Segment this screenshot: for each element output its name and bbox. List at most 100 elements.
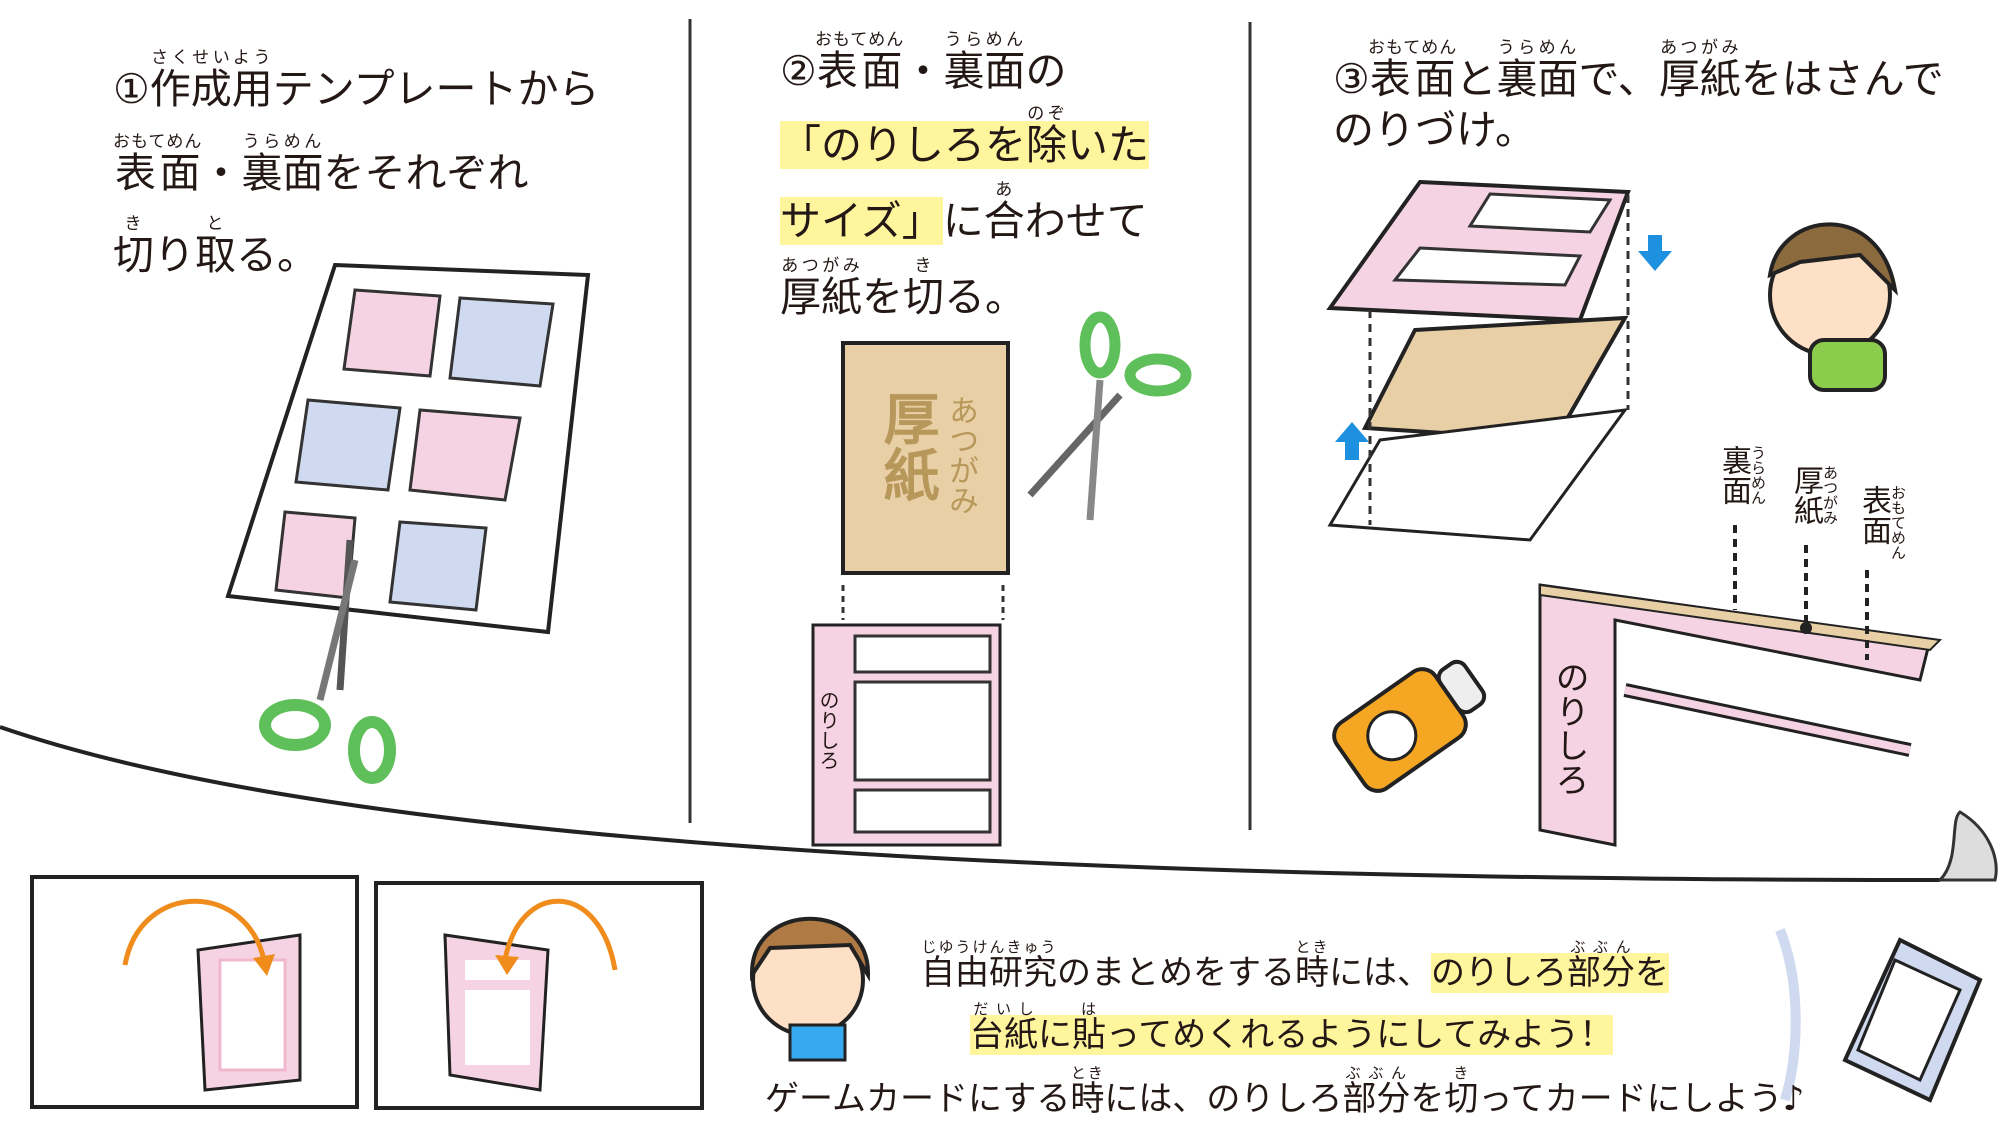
text-segment: り bbox=[154, 231, 195, 279]
tip-line: 台紙だいしに貼はってめくれるようにしてみよう！ bbox=[970, 1000, 1614, 1055]
layer-label-cardboard: 厚紙 あつがみ bbox=[1788, 465, 1839, 525]
glued-card-corner bbox=[1538, 525, 1943, 847]
text-segment: と bbox=[1455, 55, 1497, 103]
text-segment: ・ bbox=[902, 47, 944, 95]
flip-card-2 bbox=[443, 898, 618, 1092]
step2-line: サイズ」に合あわせて bbox=[780, 180, 1148, 245]
text-segment: の bbox=[1025, 47, 1067, 95]
text-segment: をそれぞれ bbox=[323, 149, 529, 197]
arrow-curve-icon bbox=[122, 898, 268, 966]
step2-line: 「のりしろを除のぞいた bbox=[780, 104, 1149, 169]
ruby-base: 時 bbox=[1070, 1079, 1105, 1119]
ruby-base: 切 bbox=[903, 273, 944, 321]
ruby-base: 裏面 bbox=[943, 47, 1026, 95]
text-segment: 取と bbox=[195, 214, 236, 279]
text-segment: 自由研究じゆうけんきゅう bbox=[921, 938, 1057, 993]
text-segment: る。 bbox=[944, 273, 1026, 321]
scissors-icon bbox=[1027, 311, 1192, 521]
text-segment: ① bbox=[113, 65, 150, 113]
text-segment: 裏面うらめん bbox=[943, 30, 1026, 95]
text-segment: のりづけ。 bbox=[1333, 106, 1536, 154]
curve-divider bbox=[0, 725, 1941, 882]
furigana: じゆうけんきゅう bbox=[921, 938, 1057, 956]
ruby-base: 表面 bbox=[1367, 55, 1458, 103]
ruby-base: 時 bbox=[1295, 953, 1329, 993]
tip-line: ゲームカードにする時ときには、のりしろ部分ぶぶんを切きってカードにしよう♪ bbox=[765, 1064, 1804, 1116]
text-segment: 時とき bbox=[1070, 1064, 1105, 1119]
text-segment: には、のりしろ bbox=[1104, 1079, 1343, 1119]
text-segment: のまとめをする bbox=[1057, 953, 1295, 993]
text-segment: 表面おもてめん bbox=[113, 132, 203, 197]
layer-stack bbox=[1326, 179, 1672, 542]
text-segment: テンプレートから bbox=[272, 65, 600, 113]
step1-line: 切きり取とる。 bbox=[113, 214, 318, 276]
text-segment: 作成用さくせいよう bbox=[149, 48, 273, 113]
step2-line: ②表面おもてめん・裏面うらめんの bbox=[780, 30, 1066, 92]
furigana: ぶぶん bbox=[1342, 1064, 1411, 1082]
text-segment: をはさんで bbox=[1740, 55, 1944, 103]
step3-line: ③表面おもてめんと裏面うらめんで、厚紙あつがみをはさんで bbox=[1333, 38, 1944, 100]
text-segment: 厚紙あつがみ bbox=[780, 256, 862, 321]
arrow-up-icon bbox=[1335, 422, 1369, 460]
boy-character bbox=[1767, 222, 1899, 392]
furigana: と bbox=[195, 214, 236, 234]
game-card-icon bbox=[1775, 928, 1983, 1103]
card-face-with-norishiro bbox=[811, 623, 1002, 847]
cardboard bbox=[841, 341, 1010, 620]
furigana: うらめん bbox=[943, 30, 1026, 50]
highlighted-text: 台紙だいし bbox=[970, 1000, 1038, 1055]
highlighted-text: のりしろ bbox=[1431, 953, 1567, 993]
ruby-base: 切 bbox=[113, 231, 154, 279]
text-segment: 厚紙あつがみ bbox=[1658, 38, 1741, 103]
furigana: あつがみ bbox=[780, 256, 862, 276]
example-box-1 bbox=[30, 875, 359, 1109]
norishiro-label: のりしろ bbox=[1549, 660, 1589, 796]
ruby-base: 裏面 bbox=[241, 149, 324, 197]
cardboard-ruby: あつがみ bbox=[943, 395, 978, 515]
highlighted-text: サイズ」 bbox=[780, 197, 943, 245]
step1-line: 表面おもてめん・裏面うらめんをそれぞれ bbox=[113, 132, 529, 194]
ruby-base: 厚紙 bbox=[1658, 55, 1741, 103]
ruby-base: 厚紙 bbox=[780, 273, 862, 321]
girl-character bbox=[749, 916, 871, 1062]
ruby-base: 部分 bbox=[1567, 953, 1635, 993]
text-segment: ゲームカードにする bbox=[765, 1079, 1071, 1119]
ruby-base: 取 bbox=[195, 231, 236, 279]
scissors-icon bbox=[259, 539, 396, 784]
text-segment: ② bbox=[780, 47, 817, 95]
highlighted-text: 「のりしろを bbox=[780, 121, 1026, 169]
highlighted-text: ってめくれるようにしてみよう！ bbox=[1106, 1015, 1614, 1055]
step2-line: 厚紙あつがみを切きる。 bbox=[780, 256, 1026, 318]
furigana: とき bbox=[1070, 1064, 1105, 1082]
text-segment: 切き bbox=[113, 214, 154, 279]
arrow-curve-icon bbox=[502, 898, 618, 971]
highlighted-text: 貼は bbox=[1072, 1000, 1106, 1055]
cardboard-label: 厚紙 bbox=[874, 390, 939, 502]
ruby-base: 作成用 bbox=[149, 65, 273, 113]
furigana: さくせいよう bbox=[149, 48, 273, 68]
furigana: ぶぶん bbox=[1567, 938, 1635, 956]
step1-line: ①作成用さくせいようテンプレートから bbox=[113, 48, 600, 110]
text-segment: を bbox=[862, 273, 903, 321]
furigana: あ bbox=[983, 180, 1025, 200]
text-segment: 裏面うらめん bbox=[1496, 38, 1578, 103]
ruby-base: 台紙 bbox=[970, 1015, 1038, 1055]
text-segment: ってカードにしよう♪ bbox=[1478, 1079, 1805, 1119]
arrow-down-icon bbox=[1638, 235, 1672, 271]
furigana: うらめん bbox=[241, 132, 324, 152]
glue-bottle-icon bbox=[1332, 659, 1487, 793]
ruby-base: 自由研究 bbox=[921, 953, 1057, 993]
furigana: き bbox=[113, 214, 154, 234]
text-segment: に bbox=[942, 197, 984, 245]
text-segment: 表面おもてめん bbox=[1367, 38, 1458, 103]
text-segment: わせて bbox=[1024, 197, 1148, 245]
layer-label-back: 裏面 うらめん bbox=[1716, 445, 1767, 505]
ruby-base: 合 bbox=[983, 197, 1025, 245]
ruby-base: 表面 bbox=[113, 149, 203, 197]
text-segment: 部分ぶぶん bbox=[1342, 1064, 1410, 1119]
text-segment: 時とき bbox=[1295, 938, 1329, 993]
text-segment: 切き bbox=[1444, 1064, 1479, 1119]
ruby-base: 切 bbox=[1444, 1079, 1479, 1119]
text-segment: ・ bbox=[200, 149, 242, 197]
